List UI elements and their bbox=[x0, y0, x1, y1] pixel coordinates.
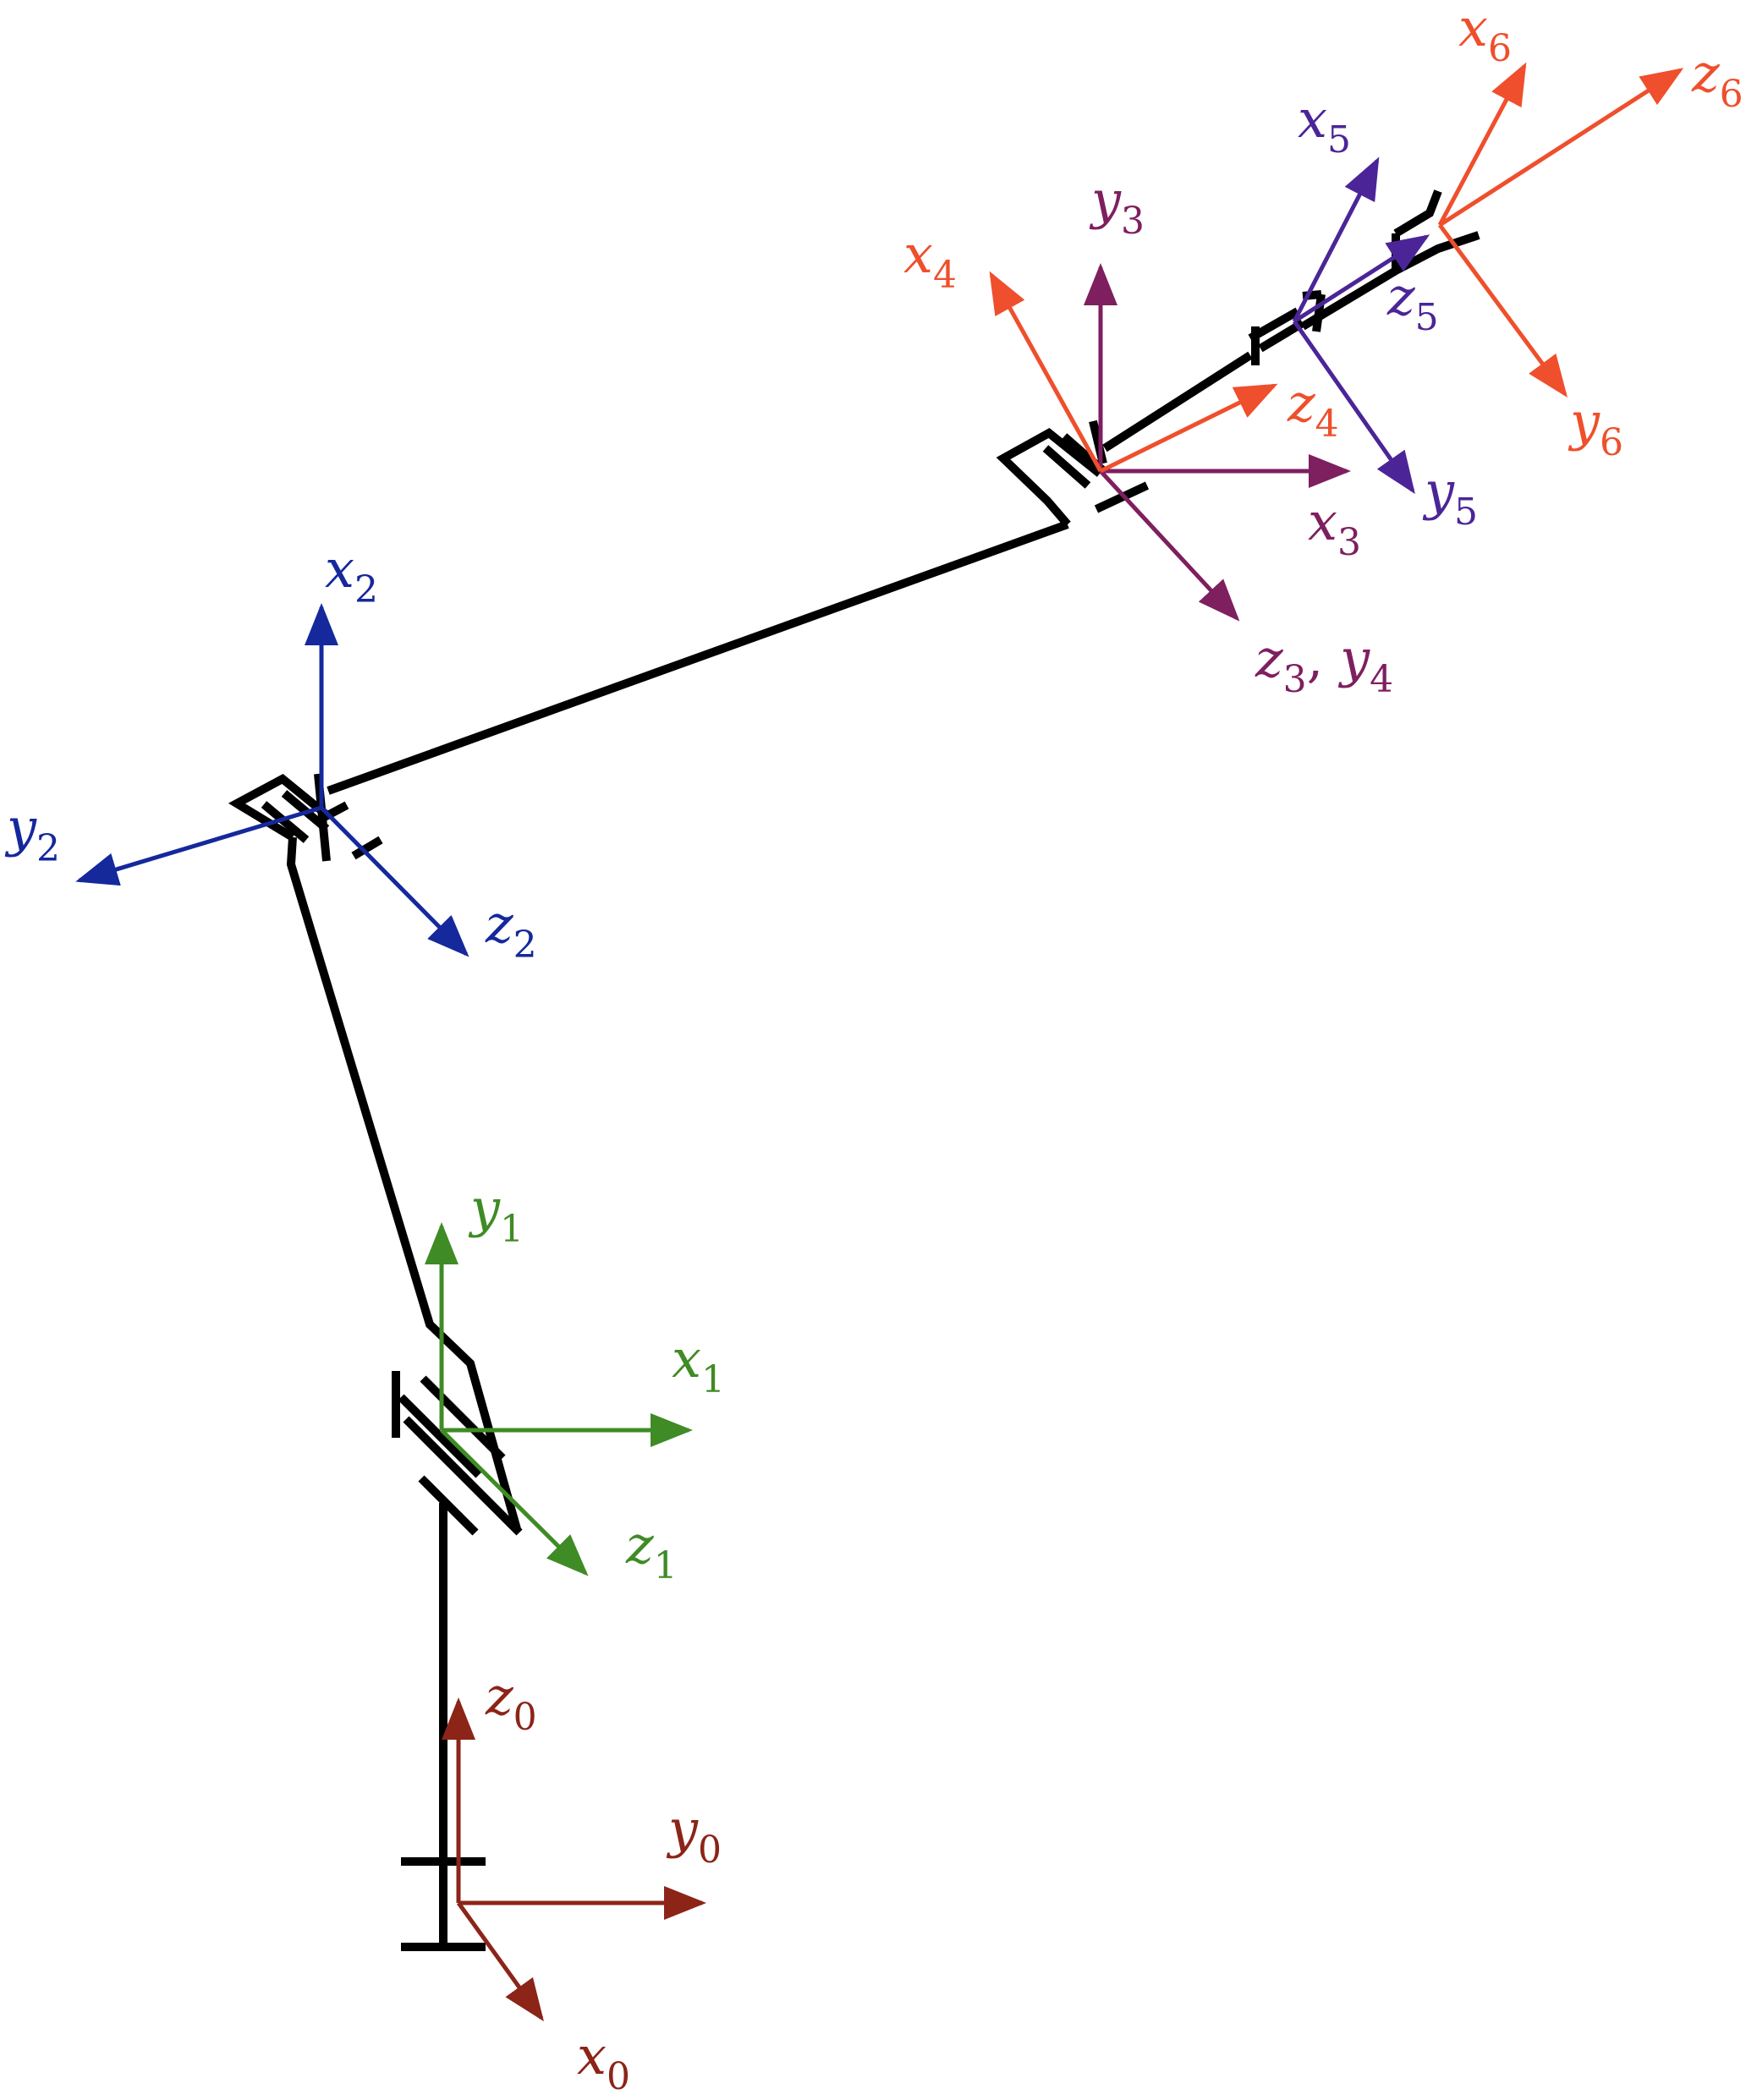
frame5-z-axis bbox=[1293, 234, 1430, 324]
joint2-plate-d bbox=[319, 801, 349, 823]
label-z6: z6 bbox=[1692, 42, 1743, 116]
label-y2: y2 bbox=[7, 797, 61, 870]
frame4-axes bbox=[989, 271, 1278, 474]
label-x5: x5 bbox=[1298, 88, 1351, 162]
frame4-z-axis bbox=[1099, 383, 1278, 474]
label-y0: y0 bbox=[668, 1798, 722, 1872]
frame6-axes bbox=[1437, 62, 1684, 398]
frame1-axes bbox=[425, 1222, 693, 1576]
label-y6: y6 bbox=[1570, 391, 1624, 464]
joint3-plate-a bbox=[1042, 445, 1091, 489]
label-x3: x3 bbox=[1308, 491, 1361, 564]
label-x2: x2 bbox=[325, 538, 378, 611]
frame2-y-axis bbox=[75, 805, 322, 886]
kinematic-chain bbox=[228, 189, 1480, 1951]
frame3-z-axis bbox=[1099, 469, 1240, 622]
frame5-y-axis bbox=[1292, 320, 1415, 495]
joint1-plate-a bbox=[398, 1394, 482, 1478]
frame4-x-axis bbox=[989, 271, 1103, 473]
label-x6: x6 bbox=[1458, 0, 1512, 70]
link3 bbox=[1102, 351, 1253, 452]
label-y5: y5 bbox=[1425, 460, 1479, 534]
label-z5: z5 bbox=[1387, 266, 1439, 339]
joint2-housing bbox=[228, 774, 332, 842]
frame5-x-axis bbox=[1292, 156, 1380, 323]
label-z4: z4 bbox=[1288, 372, 1339, 446]
frame6-x-axis bbox=[1437, 62, 1527, 227]
link4 bbox=[1300, 266, 1398, 331]
label-z0: z0 bbox=[486, 1665, 537, 1739]
frame5-axes bbox=[1292, 156, 1430, 495]
label-x4: x4 bbox=[903, 223, 957, 297]
joint1-plate-d bbox=[403, 1416, 523, 1536]
frame3-axes bbox=[1084, 263, 1351, 622]
label-z1: z1 bbox=[626, 1514, 678, 1587]
label-x1: x1 bbox=[672, 1328, 725, 1401]
frame0-x-axis bbox=[456, 1901, 544, 2022]
label-z3-y4: z3, y4 bbox=[1255, 628, 1394, 701]
link2 bbox=[327, 520, 1069, 795]
frame6-y-axis bbox=[1437, 223, 1568, 398]
joint3-plate-d bbox=[1094, 481, 1150, 513]
frame0-axes bbox=[442, 1697, 706, 2022]
joint4-plate-b bbox=[1248, 307, 1300, 343]
frame2-axes bbox=[75, 603, 469, 957]
frame2-z-axis bbox=[320, 806, 469, 957]
label-y1: y1 bbox=[470, 1177, 524, 1251]
frame6-z-axis bbox=[1438, 68, 1684, 228]
label-x0: x0 bbox=[577, 2025, 630, 2098]
joint1-plate-c bbox=[418, 1475, 479, 1536]
joint3-housing bbox=[996, 428, 1103, 528]
joint4-plate-c bbox=[1258, 319, 1305, 353]
label-y3: y3 bbox=[1091, 169, 1145, 243]
frame1-z-axis bbox=[440, 1428, 589, 1576]
gripper-upper bbox=[1393, 189, 1442, 238]
joint2-plate-e bbox=[351, 836, 383, 860]
label-z2: z2 bbox=[486, 893, 537, 967]
joint2-plate-a bbox=[261, 801, 310, 843]
link1 bbox=[286, 836, 521, 1531]
